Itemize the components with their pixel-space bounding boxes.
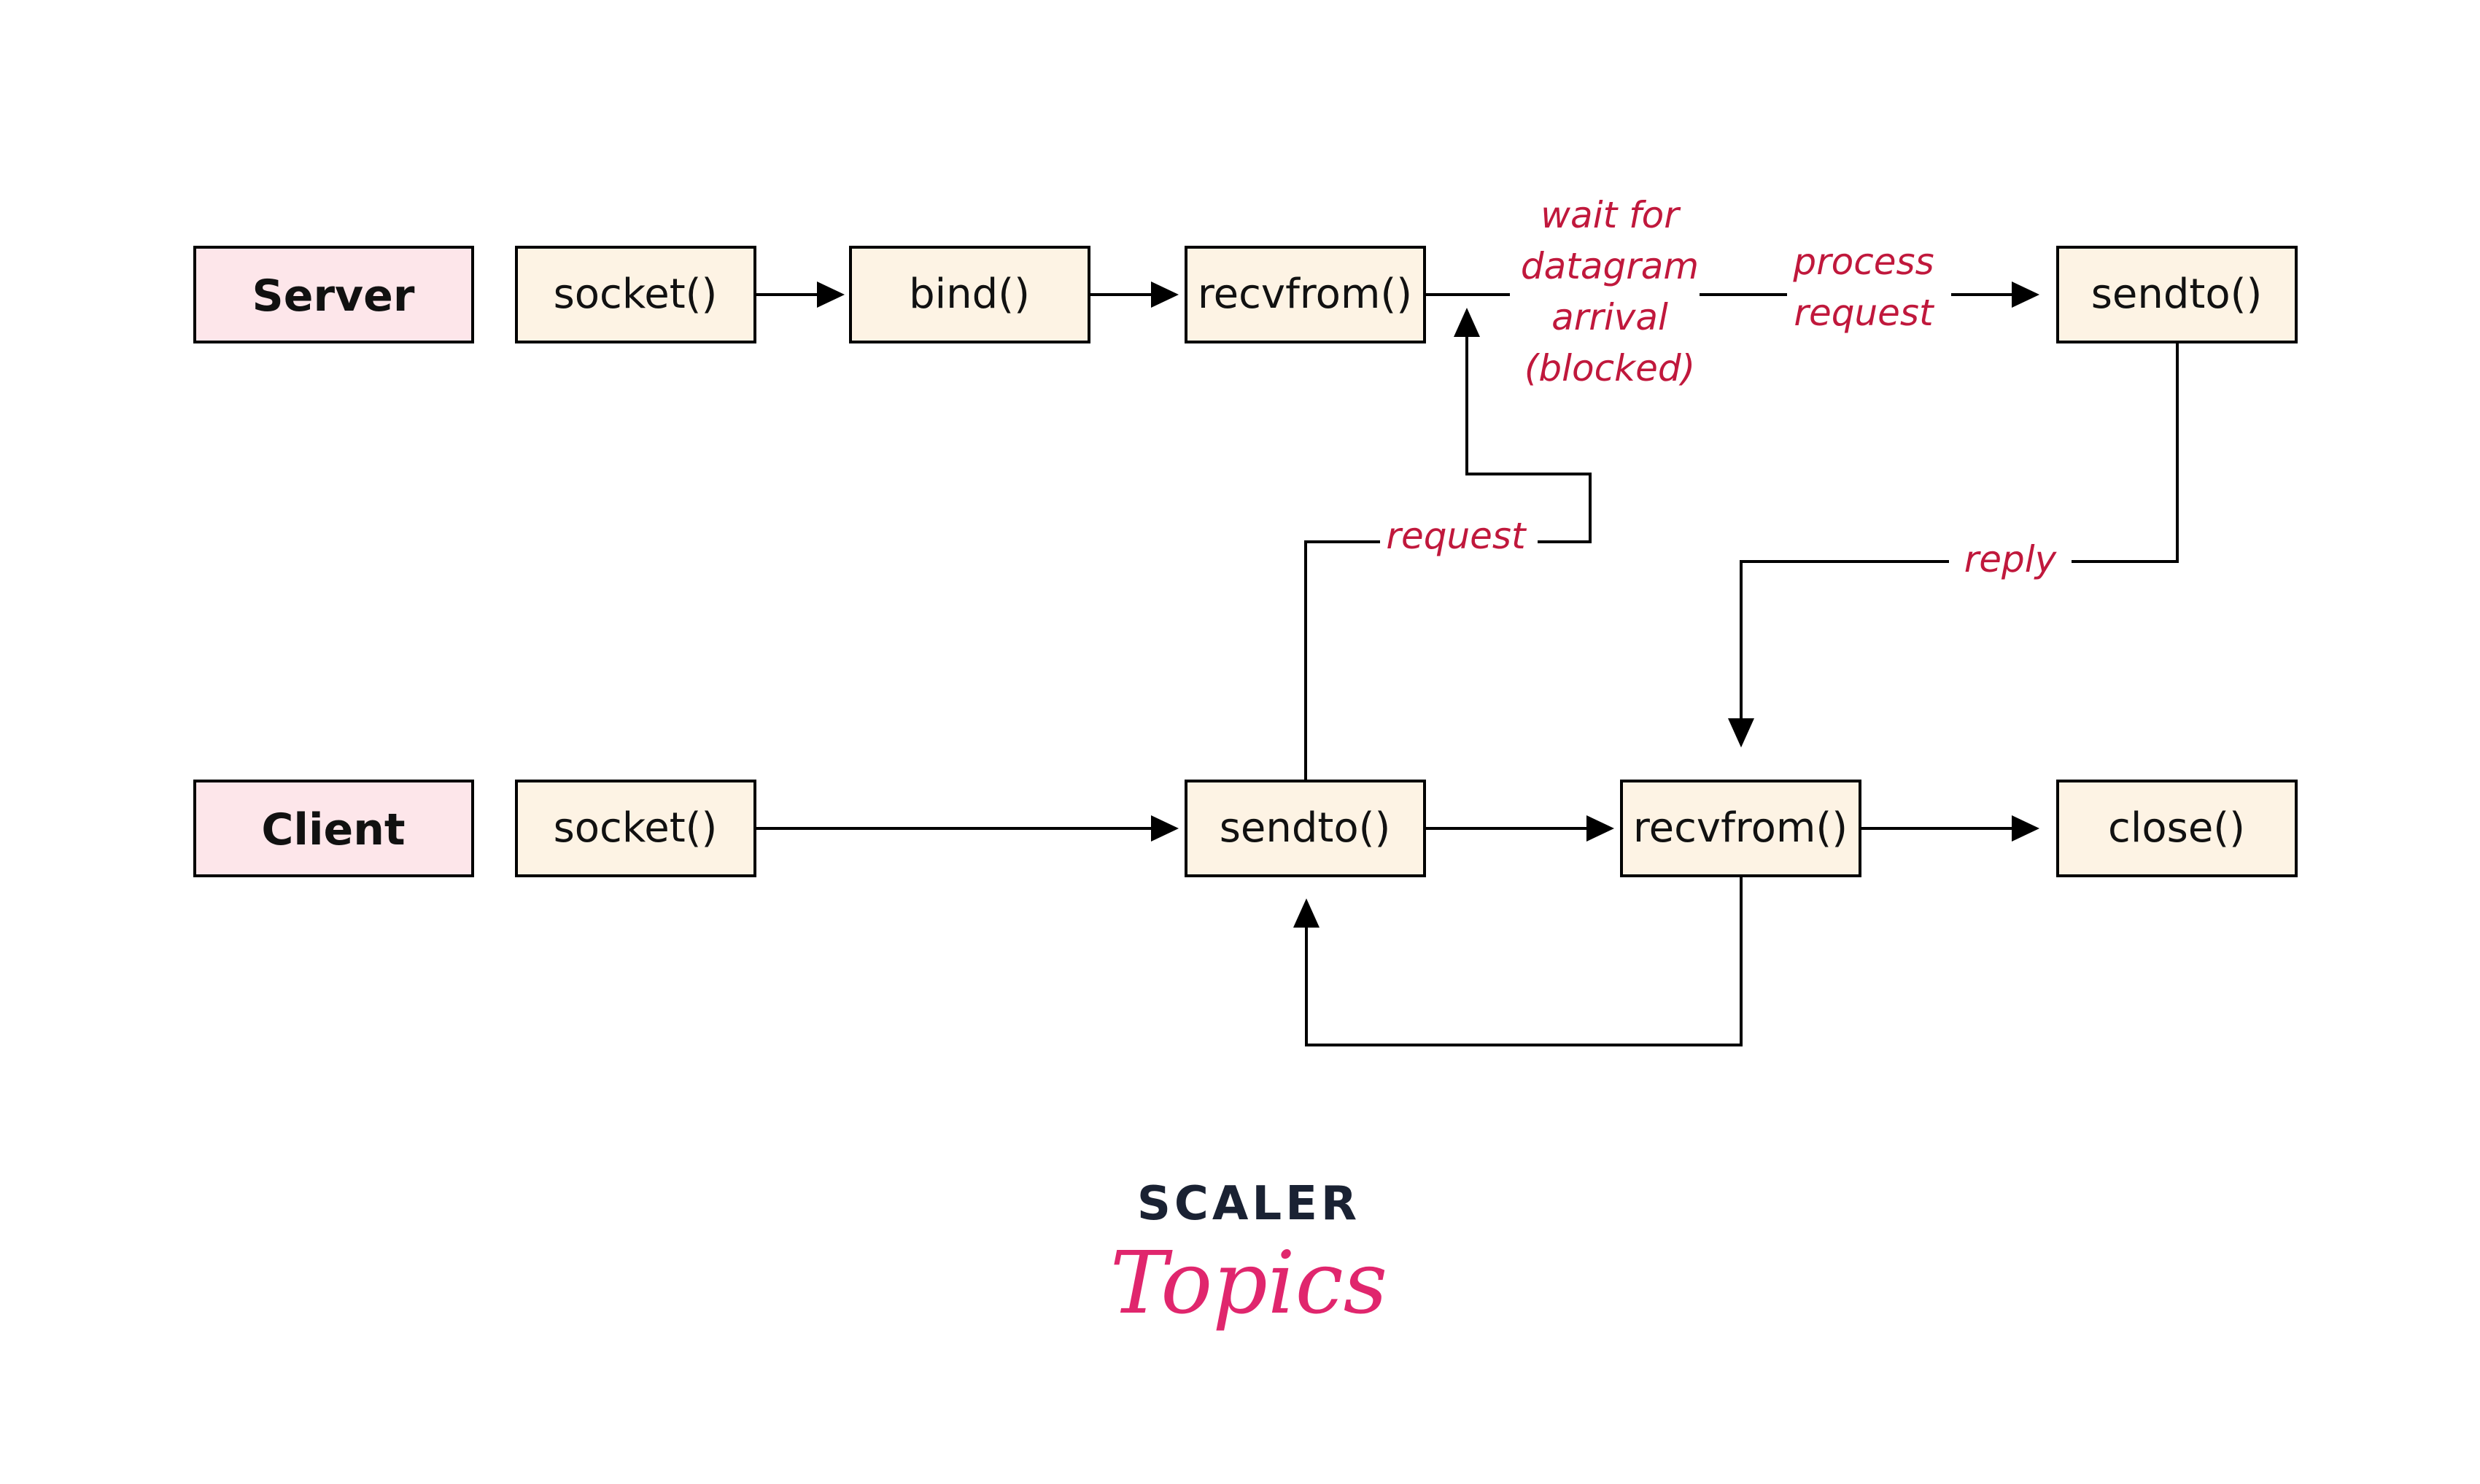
client-close-box (2056, 780, 2298, 877)
annotations: wait for datagram arrival (blocked) proc… (1386, 194, 2057, 580)
reply-annotation: reply (1964, 538, 2058, 580)
client-sendto-box (1185, 780, 1426, 877)
client-sendto-label: sendto() (1220, 804, 1391, 852)
server-label: Server (252, 271, 415, 322)
arrowhead-reply (1728, 718, 1754, 747)
wait-annotation-line-4: (blocked) (1524, 347, 1695, 389)
client-label: Client (261, 804, 405, 855)
client-socket-label: socket() (554, 804, 718, 852)
client-row: Client socket() sendto() recvfrom() clos… (193, 780, 2298, 877)
server-recvfrom-label: recvfrom() (1198, 271, 1412, 318)
client-recvfrom-label: recvfrom() (1633, 804, 1848, 852)
server-bind-box (849, 246, 1090, 343)
server-bind-label: bind() (909, 271, 1030, 318)
connectors (755, 281, 2179, 1046)
request-annotation: request (1386, 515, 1527, 557)
reply-path-continued (1740, 560, 1949, 718)
server-socket-box (515, 246, 756, 343)
logo-top-text: SCALER (1137, 1177, 1360, 1231)
server-row: Server socket() bind() recvfrom() sendto… (193, 246, 2298, 343)
client-role-box (193, 780, 474, 877)
wait-annotation-line-3: arrival (1551, 296, 1668, 338)
arrowhead-server-bind (817, 281, 845, 308)
logo-bottom-text: Topics (1110, 1232, 1388, 1333)
server-socket-label: socket() (554, 271, 718, 318)
client-recvfrom-box (1620, 780, 1861, 877)
client-close-label: close() (2108, 804, 2245, 852)
client-socket-box (515, 780, 756, 877)
wait-annotation-line-2: datagram (1521, 245, 1699, 287)
process-annotation-line-1: process (1792, 241, 1934, 283)
server-recvfrom-box (1185, 246, 1426, 343)
request-path-continued (1465, 337, 1592, 543)
arrowhead-server-sendto (2012, 281, 2039, 308)
wait-annotation-line-1: wait for (1541, 194, 1681, 236)
loop-path (1305, 875, 1743, 1046)
server-sendto-label: sendto() (2091, 271, 2263, 318)
arrowhead-client-close (2012, 815, 2039, 842)
arrowhead-server-recvfrom (1151, 281, 1179, 308)
request-path (1304, 540, 1380, 780)
reply-path (2072, 343, 2179, 563)
process-annotation-line-2: request (1794, 292, 1935, 334)
arrowhead-client-sendto (1151, 815, 1179, 842)
server-sendto-box (2056, 246, 2298, 343)
arrowhead-client-recvfrom (1586, 815, 1614, 842)
server-role-box (193, 246, 474, 343)
scaler-topics-logo: SCALER Topics (1110, 1177, 1388, 1333)
arrowhead-loop (1293, 898, 1320, 928)
arrowhead-request (1454, 308, 1480, 337)
